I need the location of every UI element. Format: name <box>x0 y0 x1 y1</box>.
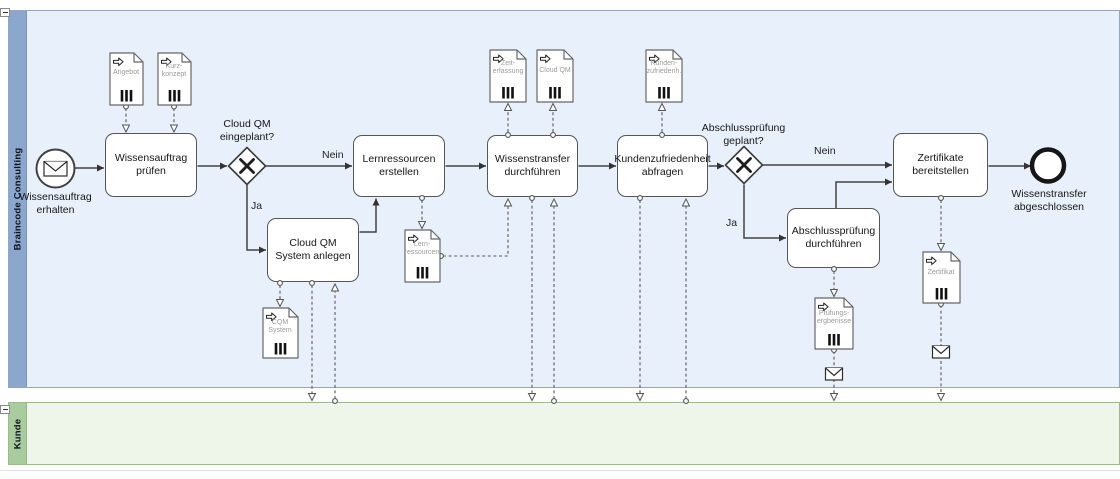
message-flow-kunde-to-wissenstransfer <box>552 199 557 404</box>
end-event-label: Wissenstransfer abgeschlossen <box>1011 188 1087 213</box>
data-object-label-cqm-system: CQM System <box>268 319 292 335</box>
data-object-zertifikat[interactable] <box>922 251 961 304</box>
collection-marker-icon <box>828 334 840 346</box>
pool-kunde[interactable]: Kunde <box>8 402 1120 465</box>
association-lernressourcen-task-to-doc <box>420 195 425 229</box>
gateway-abschluss-label: Abschlussprüfung geplant? <box>701 122 786 147</box>
association-angebot-to-pruefen <box>124 103 129 132</box>
envelope-icon <box>43 160 68 177</box>
task-label: Zertifikate bereitstellen <box>912 152 969 177</box>
association-kurzkonzept-to-pruefen <box>172 103 177 132</box>
task-label: Wissenstransfer durchführen <box>494 153 571 178</box>
data-object-angebot[interactable] <box>109 52 144 106</box>
flow-label-ja-1: Ja <box>251 200 263 212</box>
collection-marker-icon <box>935 288 948 300</box>
data-input-arrow-icon <box>161 57 172 67</box>
task-label: Kundenzufriedenheit abfragen <box>614 153 711 178</box>
data-object-pruefungsergebnisse[interactable] <box>814 297 854 350</box>
message-flow-wissenstransfer-to-kunde <box>530 195 535 401</box>
flow-label-nein-1: Nein <box>322 149 344 161</box>
pool-kunde-collapse-icon[interactable] <box>0 405 10 414</box>
data-object-cloudqm[interactable] <box>536 49 574 103</box>
x-gateway-icon <box>736 157 752 173</box>
data-object-cqm-system[interactable] <box>262 307 299 359</box>
data-object-label-kurzkonzept: Kurz- konzept <box>161 63 187 79</box>
collection-marker-icon <box>120 90 133 102</box>
data-object-label-zertifikat: Zertifikat <box>927 269 955 276</box>
page-boundary-line <box>0 470 1120 471</box>
data-object-label-kundenzufriedenh: Kunden- zufriedenh. <box>646 60 682 76</box>
data-object-lernressourcen[interactable] <box>404 229 441 283</box>
data-object-label-zeiterfassung: Zeit- erfassung <box>492 60 524 76</box>
data-object-label-pruefungsergebnisse: Prüfungs- ergbenisse <box>816 310 852 326</box>
sequence-flow-gateway2-ja-to-abschlusspruefung <box>743 184 786 242</box>
data-input-arrow-icon <box>649 54 660 64</box>
task-lernressourcen-erstellen[interactable]: Lernressourcen erstellen <box>353 135 445 197</box>
association-wissenstransfer-to-cloudqm-doc <box>551 104 556 138</box>
data-object-label-cloudqm: Cloud QM <box>539 67 571 74</box>
association-kundenzufriedenheit-to-doc <box>660 104 665 138</box>
task-wissensauftrag-pruefen[interactable]: Wissensauftrag prüfen <box>105 133 197 197</box>
task-label: Cloud QM System anlegen <box>275 237 351 262</box>
association-abschlusspruefung-to-ergebnisse <box>832 266 837 297</box>
task-label: Lernressourcen erstellen <box>362 153 436 178</box>
association-lernressourcen-doc-to-wissenstransfer <box>438 199 508 259</box>
x-gateway-icon <box>239 158 255 174</box>
pool-braincode-header[interactable]: Braincode Consulting <box>9 11 27 387</box>
pool-kunde-header[interactable]: Kunde <box>9 403 27 464</box>
gateway-abschlusspruefung-geplant[interactable] <box>724 145 764 185</box>
sequence-flow-gateway1-ja-to-cloudqm-anlegen <box>246 185 266 254</box>
collection-marker-icon <box>658 87 670 99</box>
flow-label-nein-2: Nein <box>814 145 836 157</box>
task-zertifikate-bereitstellen[interactable]: Zertifikate bereitstellen <box>893 133 988 197</box>
message-flow-cloudqm-anlegen-to-kunde <box>310 280 315 401</box>
task-label: Abschlussprüfung durchführen <box>791 225 876 250</box>
task-label: Wissensauftrag prüfen <box>114 152 188 177</box>
data-input-arrow-icon <box>926 256 937 266</box>
message-flow-kundenzufriedenheit-to-kunde <box>638 195 643 401</box>
message-envelope-icon <box>824 367 844 381</box>
association-zertifikate-task-to-doc <box>939 195 944 251</box>
start-event-label: Wissensauftrag erhalten <box>19 191 92 216</box>
message-flow-kunde-to-cloudqm-anlegen <box>333 284 338 404</box>
collection-marker-icon <box>168 90 181 102</box>
task-wissenstransfer-durchfuehren[interactable]: Wissenstransfer durchführen <box>487 135 578 197</box>
data-input-arrow-icon <box>540 54 551 64</box>
data-object-zeiterfassung[interactable] <box>489 49 527 103</box>
gateway-cloud-qm-label: Cloud QM eingeplant? <box>219 118 275 143</box>
collection-marker-icon <box>274 343 287 355</box>
data-object-kundenzufriedenheit[interactable] <box>645 49 683 103</box>
collection-marker-icon <box>502 87 514 99</box>
data-object-label-angebot: Angebot <box>112 69 140 76</box>
sequence-flow-abschlusspruefung-to-zertifikate <box>835 178 892 208</box>
data-input-arrow-icon <box>266 312 277 322</box>
gateway-cloud-qm-eingeplant[interactable] <box>227 146 267 186</box>
task-cloud-qm-system-anlegen[interactable]: Cloud QM System anlegen <box>267 218 359 282</box>
data-object-kurzkonzept[interactable] <box>157 52 192 106</box>
message-start-event[interactable] <box>35 148 76 189</box>
message-flow-kunde-to-kundenzufriedenheit <box>684 199 689 404</box>
task-abschlusspruefung-durchfuehren[interactable]: Abschlussprüfung durchführen <box>787 208 880 268</box>
data-input-arrow-icon <box>493 54 504 64</box>
collection-marker-icon <box>549 87 561 99</box>
association-wissenstransfer-to-zeiterfassung <box>506 104 511 138</box>
flow-label-ja-2: Ja <box>726 217 738 229</box>
data-input-arrow-icon <box>113 57 124 67</box>
end-event[interactable] <box>1029 147 1067 184</box>
message-envelope-icon <box>931 345 951 359</box>
collection-marker-icon <box>416 267 429 279</box>
sequence-flow-cloudqm-anlegen-to-lernressourcen <box>359 198 380 233</box>
pool-braincode-collapse-icon[interactable] <box>0 8 10 17</box>
data-input-arrow-icon <box>408 234 419 244</box>
association-cloudqm-anlegen-to-cqm-system <box>278 280 283 307</box>
data-input-arrow-icon <box>818 302 829 312</box>
data-object-label-lernressourcen: Lern- ressourcen <box>404 241 440 257</box>
